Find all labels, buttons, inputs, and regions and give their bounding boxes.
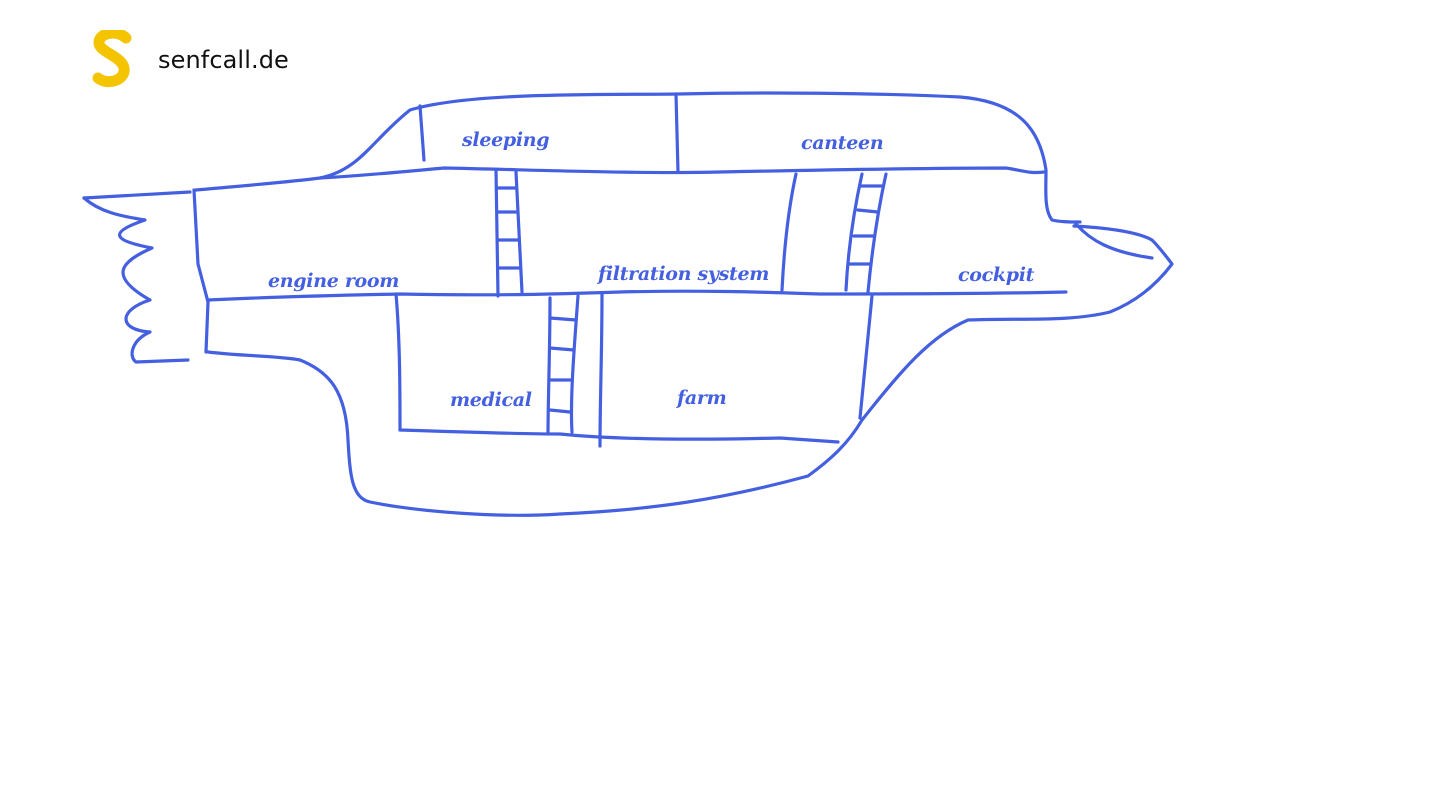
room-label-engine-room: engine room	[268, 270, 399, 292]
deck-line-middle	[206, 289, 1068, 302]
exhaust-flame	[82, 196, 190, 364]
room-label-cockpit: cockpit	[958, 264, 1035, 286]
room-label-farm: farm	[675, 387, 726, 409]
ladder-1-left-rail	[494, 168, 500, 298]
ladder-1-right-rail	[514, 170, 524, 294]
ladder-2-rungs	[848, 184, 884, 266]
deck-line-bottom	[398, 428, 840, 444]
brand-name: senfcall.de	[158, 46, 289, 74]
deck-line-top	[318, 166, 1046, 180]
room-label-medical: medical	[450, 389, 532, 411]
hull-upper-outline	[194, 91, 1082, 224]
hull-nose	[860, 222, 1174, 422]
wall-sleeping-canteen	[674, 92, 680, 174]
mustard-s-logo-icon	[92, 30, 132, 88]
room-label-canteen: canteen	[801, 132, 883, 154]
hull-tail-block	[192, 188, 210, 354]
brand-header[interactable]: senfcall.de	[92, 30, 289, 90]
wall-sleeping-left	[418, 104, 426, 162]
room-label-filtration-system: filtration system	[596, 263, 769, 285]
hull-lower-outline	[206, 350, 864, 517]
ladder-2-right-rail	[866, 172, 888, 294]
wall-farm-left	[598, 292, 604, 448]
ladder-3-left-rail	[546, 296, 552, 436]
wall-farm-right	[858, 294, 874, 420]
room-label-sleeping: sleeping	[461, 129, 549, 151]
ladder-1-rungs	[496, 186, 522, 270]
wall-medical-left	[394, 292, 402, 432]
ladder-3-right-rail	[569, 294, 580, 434]
ladder-3-rungs	[548, 316, 578, 414]
hull-tail-top	[82, 190, 192, 200]
ladder-2-left-rail	[844, 172, 864, 292]
wall-filtration-right	[780, 172, 798, 292]
